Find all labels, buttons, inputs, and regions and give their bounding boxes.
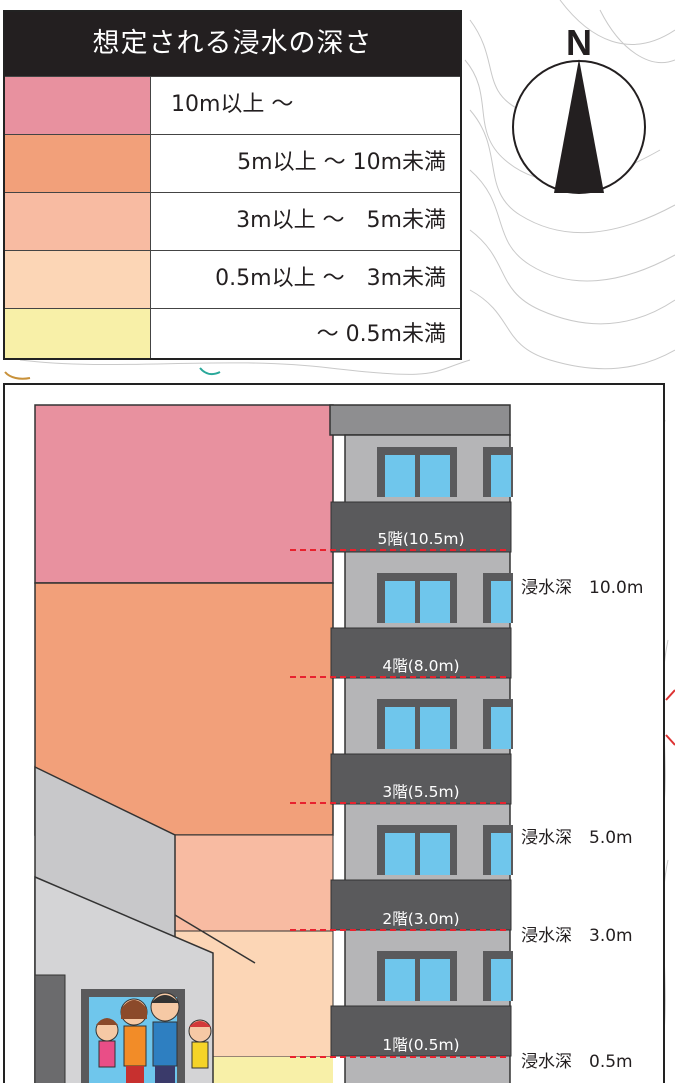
legend-label: 10m以上 ～: [171, 92, 294, 117]
legend-swatch: [5, 135, 151, 192]
depth-label-10m: 浸水深 10.0m: [521, 578, 644, 598]
building-balconies: [330, 501, 512, 1057]
depth-label-3m: 浸水深 3.0m: [521, 926, 633, 946]
legend-label: 0.5m以上 ～ 3m未満: [215, 266, 446, 291]
floor-label-1: 1階(0.5m): [382, 1036, 460, 1054]
legend-label: 3m以上 ～ 5m未満: [236, 208, 446, 233]
depth-band-10m: [34, 404, 334, 584]
legend-label: ～ 0.5m未満: [316, 322, 446, 347]
building-illustration: [34, 404, 513, 1083]
legend-swatch: [5, 77, 151, 134]
building-windows: [377, 447, 513, 1001]
flood-depth-legend: 想定される浸水の深さ 10m以上 ～ 5m以上 ～ 10m未満 3m以上 ～ 5…: [3, 10, 462, 360]
legend-title: 想定される浸水の深さ: [5, 12, 460, 76]
flood-depth-diagram: 5階(10.5m) 4階(8.0m) 3階(5.5m) 2階(3.0m) 1階(…: [3, 383, 665, 1083]
legend-row: 5m以上 ～ 10m未満: [5, 134, 460, 192]
depth-label-5m: 浸水深 5.0m: [521, 828, 633, 848]
floor-label-5: 5階(10.5m): [377, 530, 465, 548]
floor-label-2: 2階(3.0m): [382, 910, 460, 928]
legend-row: ～ 0.5m未満: [5, 308, 460, 358]
legend-swatch: [5, 251, 151, 308]
family-icon: [95, 992, 212, 1083]
floor-marker-lines: [290, 549, 510, 1058]
door: [34, 974, 66, 1083]
floor-label-4: 4階(8.0m): [382, 657, 460, 675]
legend-row: 0.5m以上 ～ 3m未満: [5, 250, 460, 308]
north-label: N: [566, 25, 592, 63]
floor-label-3: 3階(5.5m): [382, 783, 460, 801]
depth-label-05m: 浸水深 0.5m: [521, 1052, 633, 1072]
legend-row: 3m以上 ～ 5m未満: [5, 192, 460, 250]
depth-band-3m: [174, 834, 334, 932]
building-roof: [329, 404, 511, 436]
north-arrow-icon: N: [512, 25, 646, 194]
legend-label: 5m以上 ～ 10m未満: [237, 150, 446, 175]
legend-row: 10m以上 ～: [5, 76, 460, 134]
legend-swatch: [5, 309, 151, 358]
legend-swatch: [5, 193, 151, 250]
